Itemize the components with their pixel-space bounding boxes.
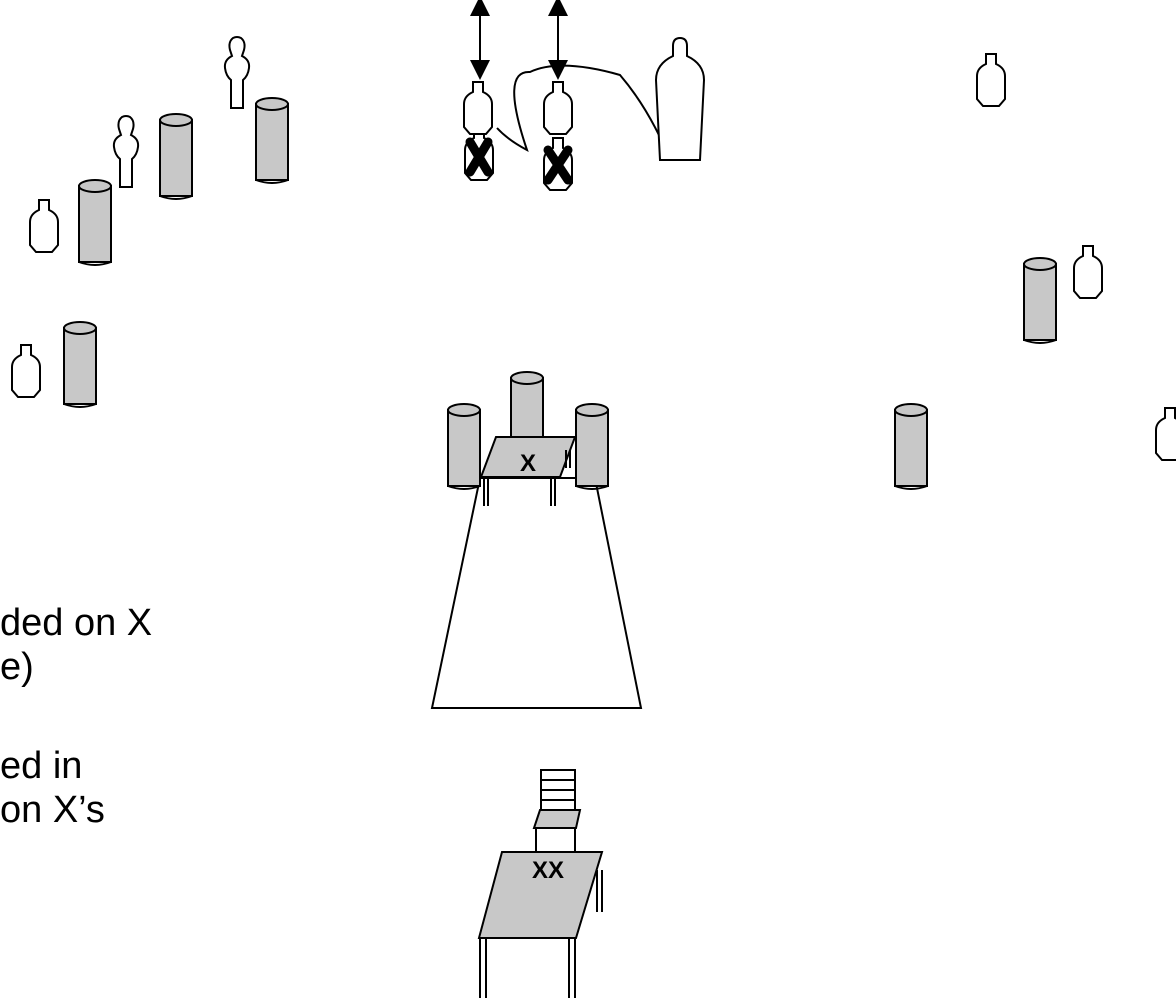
swing-cable (496, 64, 671, 161)
shooting-position: X (430, 371, 643, 709)
note-line: ed in (0, 745, 83, 787)
barrel (1023, 257, 1057, 344)
note-line: ded on X (0, 602, 153, 644)
paper-target (1155, 407, 1176, 461)
paper-target (463, 81, 493, 135)
table (479, 436, 577, 506)
barrel (894, 403, 928, 490)
popper-target (112, 115, 140, 188)
barrel (447, 403, 481, 490)
paper-target (29, 199, 59, 253)
no-shoot-target (543, 137, 573, 191)
barrel (255, 97, 289, 184)
paper-target (976, 53, 1006, 107)
shooting-area (430, 477, 643, 709)
note-line: e) (0, 646, 34, 688)
barrel (159, 113, 193, 200)
barrel (63, 321, 97, 408)
barrel (78, 179, 112, 266)
start-table (477, 851, 604, 998)
note-line: on X’s (0, 789, 105, 831)
table-x-mark: X (520, 450, 536, 477)
barrel (575, 403, 609, 490)
swinger-target (654, 36, 706, 161)
popper-target (223, 36, 251, 109)
start-table-xx-mark: XX (532, 857, 564, 884)
mover-array (463, 0, 706, 191)
chair (532, 769, 582, 852)
paper-target (11, 344, 41, 398)
start-position: XX (477, 769, 604, 998)
paper-target (1073, 245, 1103, 299)
paper-target (543, 81, 573, 135)
left-array (11, 36, 289, 408)
no-shoot-target (464, 127, 494, 181)
right-array (894, 53, 1176, 490)
